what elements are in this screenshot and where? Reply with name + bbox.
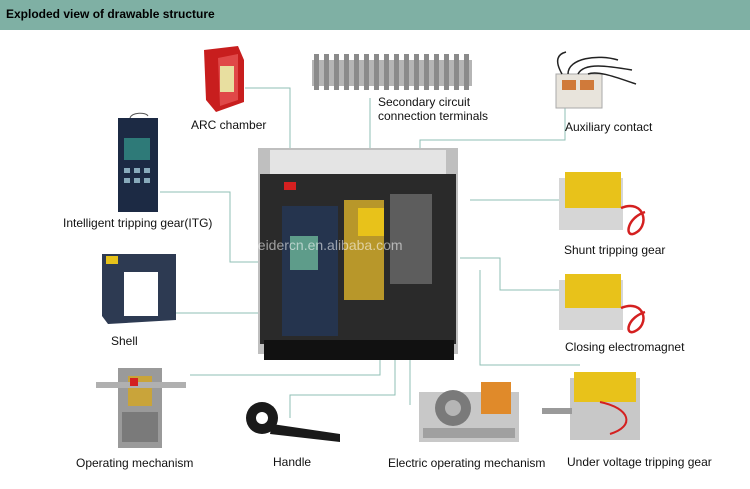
shell-icon [102, 254, 176, 324]
itg-unit-icon [118, 112, 158, 212]
label-secondary-terminals-line2: connection terminals [378, 109, 489, 123]
label-arc-chamber: ARC chamber [191, 118, 267, 132]
watermark-text: neidercn.en.alibaba.com [250, 237, 403, 253]
auxiliary-contact-icon [555, 51, 637, 109]
operating-mechanism-icon [96, 368, 186, 448]
breaker-assembly-icon [258, 148, 458, 360]
electric-operator-icon [419, 382, 519, 442]
label-secondary-terminals-line1: Secondary circuit [378, 95, 471, 109]
arc-chamber-icon [204, 46, 244, 112]
label-operating-mechanism: Operating mechanism [76, 456, 194, 470]
terminal-block-icon [312, 54, 472, 90]
label-handle: Handle [273, 455, 312, 469]
label-shell: Shell [111, 334, 138, 348]
label-itg: Intelligent tripping gear(ITG) [63, 216, 213, 230]
handle-icon [246, 402, 340, 442]
label-auxiliary-contact: Auxiliary contact [565, 120, 653, 134]
leader-undervoltage [479, 270, 580, 366]
header-bar: Exploded view of drawable structure [0, 0, 750, 30]
label-under-voltage-tripping-gear: Under voltage tripping gear [567, 455, 712, 469]
closing-coil-icon [559, 274, 646, 334]
shunt-coil-icon [559, 172, 646, 236]
leader-closing [460, 257, 560, 291]
undervoltage-coil-icon [542, 372, 640, 440]
label-shunt-tripping-gear: Shunt tripping gear [564, 243, 666, 257]
label-closing-electromagnet: Closing electromagnet [565, 340, 685, 354]
label-electric-operating-mechanism: Electric operating mechanism [388, 456, 546, 470]
page-title: Exploded view of drawable structure [6, 7, 215, 21]
